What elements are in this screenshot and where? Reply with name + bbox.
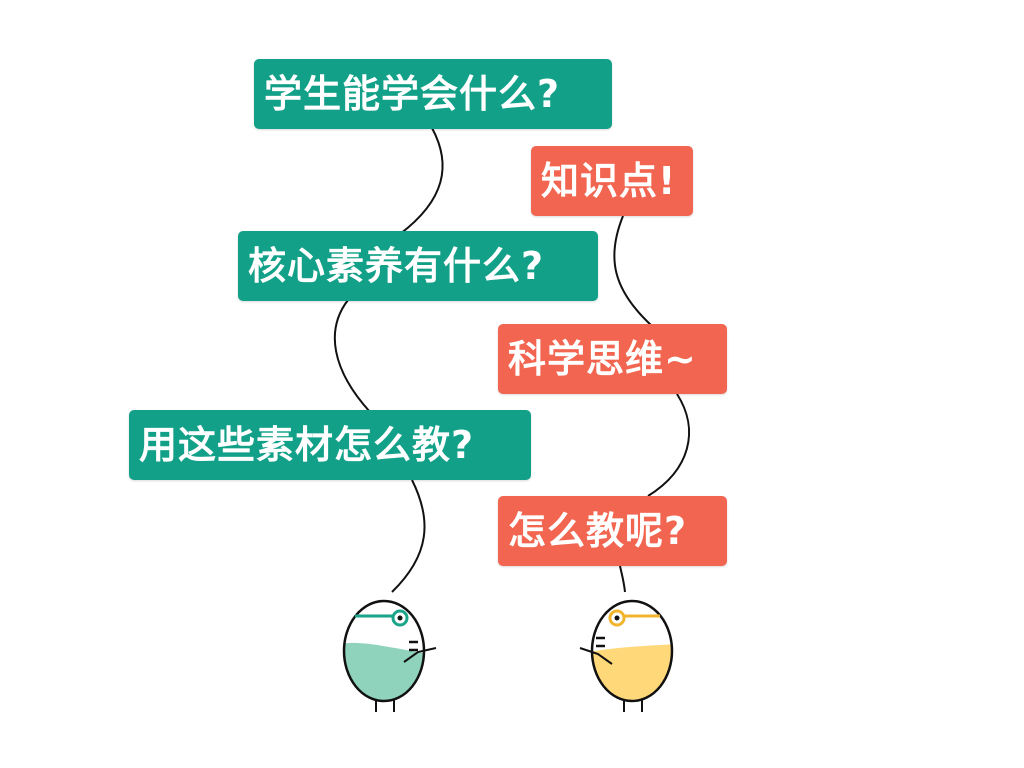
teal-character bbox=[342, 599, 437, 712]
teal-pupil bbox=[397, 615, 403, 621]
right-connector-1 bbox=[613, 215, 653, 327]
teal-arm bbox=[403, 647, 437, 663]
left-bubble-2: 核心素养有什么? bbox=[238, 231, 598, 301]
left-connector-2 bbox=[333, 299, 371, 413]
yellow-arm bbox=[579, 647, 613, 665]
right-connector-2 bbox=[647, 393, 691, 497]
right-bubble-2: 科学思维~ bbox=[498, 324, 727, 394]
teal-mouth bbox=[409, 640, 418, 652]
left-bubble-3: 用这些素材怎么教? bbox=[129, 410, 531, 480]
right-bubble-1: 知识点! bbox=[531, 146, 693, 216]
yellow-pupil bbox=[614, 615, 620, 621]
right-bubble-3: 怎么教呢? bbox=[498, 496, 727, 566]
left-connector-3 bbox=[391, 479, 426, 593]
yellow-character bbox=[579, 599, 674, 712]
right-connector-3 bbox=[619, 565, 626, 593]
left-bubble-1: 学生能学会什么? bbox=[254, 59, 612, 129]
left-connector-1 bbox=[399, 127, 444, 235]
yellow-mouth bbox=[596, 636, 605, 648]
